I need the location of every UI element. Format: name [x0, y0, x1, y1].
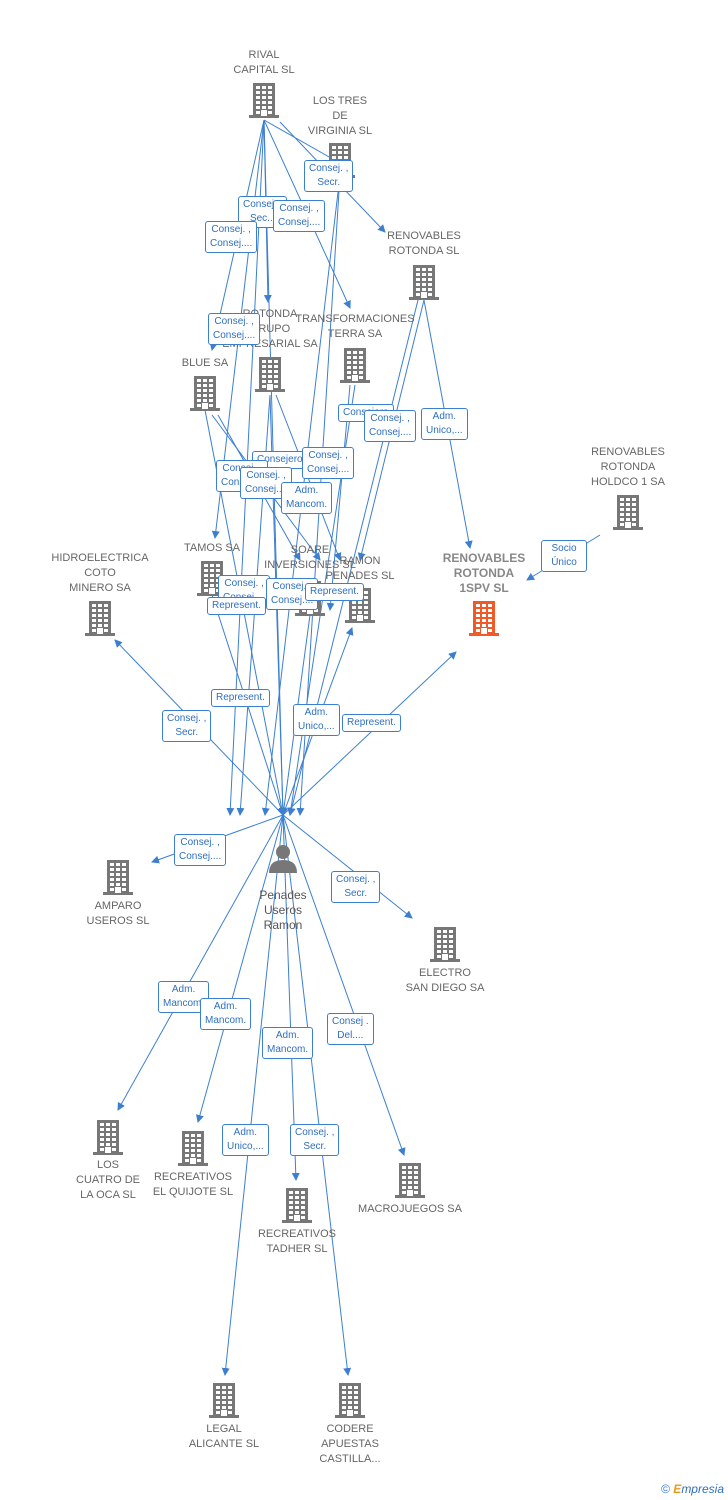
building-icon-main: [469, 601, 499, 636]
role-badge[interactable]: Socio Único: [541, 540, 587, 572]
brand-logo[interactable]: Empresia: [673, 1482, 724, 1496]
building-icon-rival: [249, 83, 279, 118]
building-icon-transf: [340, 348, 370, 383]
role-badge[interactable]: Consej. , Consej....: [364, 410, 417, 442]
building-icon-loscuatro: [93, 1120, 123, 1155]
role-badge[interactable]: Consej. , Consej....: [273, 200, 326, 232]
building-icon-legal: [209, 1383, 239, 1418]
copyright-symbol: ©: [661, 1482, 670, 1496]
role-badge[interactable]: Adm. Mancom.: [200, 998, 252, 1030]
role-badge[interactable]: Consej . Del....: [327, 1013, 374, 1045]
company-label-renrot[interactable]: RENOVABLES ROTONDA SL: [387, 230, 461, 257]
building-icon-hidro: [85, 601, 115, 636]
company-label-tadher[interactable]: RECREATIVOS TADHER SL: [257, 1228, 337, 1255]
building-icon-renrot: [409, 265, 439, 300]
role-badge[interactable]: Represent.: [211, 689, 270, 707]
building-icon-holdco: [613, 495, 643, 530]
company-label-electro[interactable]: ELECTRO SAN DIEGO SA: [405, 967, 485, 994]
role-badge[interactable]: Consej. , Consej....: [302, 447, 355, 479]
company-label-codere[interactable]: CODERE APUESTAS CASTILLA...: [319, 1423, 381, 1465]
company-label-lostres[interactable]: LOS TRES DE VIRGINIA SL: [307, 95, 373, 137]
footer-credit: © Empresia: [661, 1482, 724, 1496]
edge-33: [221, 814, 284, 1376]
building-icon-electro: [430, 927, 460, 962]
person-name: Penades Useros Ramon: [259, 888, 307, 932]
edge-31: [282, 814, 300, 1181]
edge-30: [196, 814, 284, 1123]
role-badge[interactable]: Consej. , Secr.: [304, 160, 354, 192]
company-label-transf[interactable]: TRANSFORMACIONES TERRA SA: [295, 313, 415, 340]
building-icon-quijote: [178, 1131, 208, 1166]
company-label-tamos[interactable]: TAMOS SA: [183, 542, 241, 554]
role-badge[interactable]: Consej. , Consej....: [208, 313, 261, 345]
edge-32: [282, 814, 406, 1156]
building-icon-tadher: [282, 1188, 312, 1223]
role-badge[interactable]: Consej. , Secr.: [162, 710, 212, 742]
role-badge[interactable]: Adm. Mancom.: [262, 1027, 314, 1059]
role-badge[interactable]: Adm. Unico,...: [293, 704, 340, 736]
building-icon-codere: [335, 1383, 365, 1418]
role-badge[interactable]: Represent.: [305, 583, 364, 601]
edge-4: [263, 119, 339, 163]
company-label-holdco[interactable]: RENOVABLES ROTONDA HOLDCO 1 SA: [591, 446, 665, 488]
edge-29: [117, 814, 284, 1111]
role-badge[interactable]: Adm. Unico,...: [421, 408, 468, 440]
company-label-loscuatro[interactable]: LOS CUATRO DE LA OCA SL: [76, 1159, 140, 1201]
building-icon-macro: [395, 1163, 425, 1198]
company-label-amparo[interactable]: AMPARO USEROS SL: [86, 900, 150, 927]
company-label-main[interactable]: RENOVABLES ROTONDA 1SPV SL: [442, 551, 526, 595]
role-badge[interactable]: Consej. , Consej....: [174, 834, 227, 866]
company-label-quijote[interactable]: RECREATIVOS EL QUIJOTE SL: [152, 1171, 234, 1198]
person-node-penades-useros-ramon[interactable]: Penades Useros Ramon: [238, 828, 328, 933]
company-label-ramon[interactable]: RAMON PENADES SL: [325, 555, 395, 582]
edge-34: [282, 814, 352, 1376]
role-badge[interactable]: Adm. Mancom.: [281, 482, 333, 514]
company-label-macro[interactable]: MACROJUEGOS SA: [358, 1203, 462, 1215]
edge-17: [326, 384, 351, 611]
company-label-rival[interactable]: RIVAL CAPITAL SL: [233, 49, 295, 76]
role-badge[interactable]: Consej. , Consej....: [205, 221, 258, 253]
edge-24: [282, 651, 457, 816]
edge-28: [282, 814, 413, 919]
building-icon-amparo: [103, 860, 133, 895]
building-icon-rotgrupo: [255, 357, 285, 392]
person-icon: [269, 845, 297, 873]
company-label-legal[interactable]: LEGAL ALICANTE SL: [188, 1423, 260, 1450]
role-badge[interactable]: Represent.: [207, 597, 266, 615]
role-badge[interactable]: Consej. , Secr.: [290, 1124, 340, 1156]
company-label-soare[interactable]: SOARE INVERSIONES SL: [264, 544, 356, 571]
role-badge[interactable]: Adm. Unico,...: [222, 1124, 269, 1156]
company-label-blue[interactable]: BLUE SA: [181, 357, 229, 369]
role-badge[interactable]: Represent.: [342, 714, 401, 732]
building-icon-blue: [190, 376, 220, 411]
company-label-hidro[interactable]: HIDROELECTRICA COTO MINERO SA: [51, 552, 149, 594]
role-badge[interactable]: Consej. , Secr.: [331, 871, 381, 903]
